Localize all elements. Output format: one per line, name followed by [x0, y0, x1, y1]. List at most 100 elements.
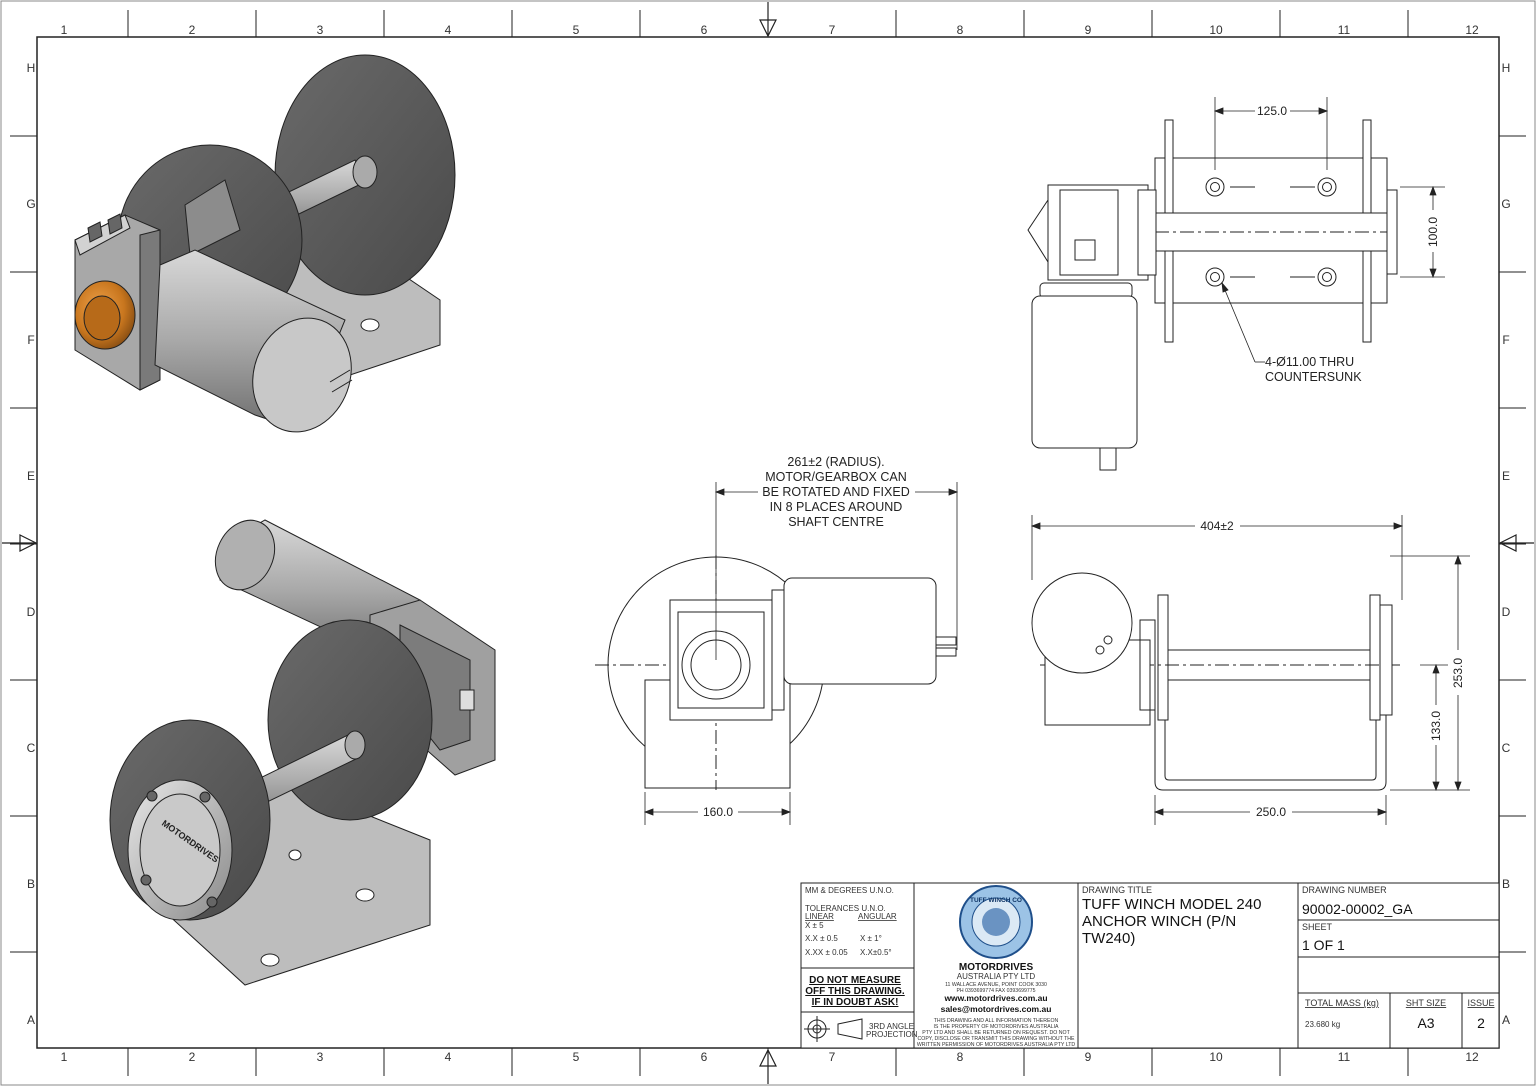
zone-row-F: F: [27, 333, 34, 347]
linear-tol-2: X.X ± 0.5: [805, 934, 838, 943]
radius-note-line3: BE ROTATED AND FIXED: [762, 485, 909, 499]
zone-col-11: 11: [1338, 23, 1351, 37]
zone-col-4: 4: [445, 23, 452, 37]
radius-note-line1: 261±2 (RADIUS).: [787, 455, 884, 469]
dim-250: 250.0: [1256, 805, 1286, 819]
angular-tol-2: X ± 1°: [860, 934, 882, 943]
drawing-title-line1: TUFF WINCH MODEL 240: [1082, 896, 1261, 913]
side-view: [1031, 572, 1400, 791]
zone-col-2: 2: [189, 23, 196, 37]
tolerances-label: TOLERANCES U.N.O.: [805, 904, 886, 913]
zone-row-D: D: [27, 605, 36, 619]
zone-col-6: 6: [701, 23, 708, 37]
zone-row-G: G: [1501, 197, 1510, 211]
zone-col-9: 9: [1085, 1050, 1092, 1064]
sheet-size-label: SHT SIZE: [1406, 998, 1446, 1008]
total-mass-value: 23.680 kg: [1305, 1020, 1340, 1029]
zone-col-6: 6: [701, 1050, 708, 1064]
company-web: www.motordrives.com.au: [943, 993, 1047, 1003]
warning-line1: DO NOT MEASURE: [809, 975, 901, 986]
hole-note-line1: 4-Ø11.00 THRU: [1265, 355, 1354, 369]
drawing-title-label: DRAWING TITLE: [1082, 885, 1152, 895]
isometric-view-rear: MOTORDRIVES: [109, 519, 496, 986]
issue-value: 2: [1477, 1015, 1485, 1031]
drawing-title-line2: ANCHOR WINCH (P/N: [1082, 913, 1236, 930]
disclaimer-5: WRITTEN PERMISSION OF MOTORDRIVES AUSTRA…: [917, 1042, 1075, 1048]
disclaimer-2: IS THE PROPERTY OF MOTORDRIVES AUSTRALIA: [933, 1024, 1059, 1030]
zone-col-5: 5: [573, 23, 580, 37]
dimension-lines: [643, 97, 1470, 825]
dim-253: 253.0: [1451, 658, 1465, 688]
dim-100: 100.0: [1426, 217, 1440, 247]
zone-row-B: B: [1502, 877, 1510, 891]
zone-row-G: G: [26, 197, 35, 211]
dim-133: 133.0: [1429, 711, 1443, 741]
sheet-size-value: A3: [1417, 1015, 1434, 1031]
zone-row-E: E: [1502, 469, 1510, 483]
zone-row-H: H: [1502, 61, 1511, 75]
zone-col-3: 3: [317, 23, 324, 37]
zone-col-7: 7: [829, 1050, 836, 1064]
zone-col-11: 11: [1338, 1050, 1351, 1064]
company-address: 11 WALLACE AVENUE, POINT COOK 3030: [945, 982, 1047, 988]
zone-row-A: A: [27, 1013, 35, 1027]
total-mass-label: TOTAL MASS (kg): [1305, 998, 1379, 1008]
zone-col-2: 2: [189, 1050, 196, 1064]
zone-row-A: A: [1502, 1013, 1510, 1027]
zone-col-8: 8: [957, 1050, 964, 1064]
disclaimer-1: THIS DRAWING AND ALL INFORMATION THEREON: [934, 1018, 1059, 1024]
zone-col-10: 10: [1209, 1050, 1223, 1064]
company-name: MOTORDRIVES: [959, 962, 1034, 973]
zone-col-4: 4: [445, 1050, 452, 1064]
zone-row-C: C: [27, 741, 36, 755]
radius-note-line5: SHAFT CENTRE: [788, 515, 884, 529]
zone-row-C: C: [1502, 741, 1511, 755]
zone-row-B: B: [27, 877, 35, 891]
sheet-label: SHEET: [1302, 922, 1333, 932]
front-view: [595, 555, 957, 790]
disclaimer-3: PTY LTD AND SHALL BE RETURNED ON REQUEST…: [922, 1030, 1070, 1036]
issue-label: ISSUE: [1467, 998, 1494, 1008]
angular-label: ANGULAR: [858, 912, 897, 921]
company-email: sales@motordrives.com.au: [941, 1004, 1052, 1014]
zone-row-D: D: [1502, 605, 1511, 619]
dimension-texts: 125.0 100.0 4-Ø11.00 THRU COUNTERSUNK 40…: [703, 104, 1465, 819]
zone-col-9: 9: [1085, 23, 1092, 37]
linear-tol-1: X ± 5: [805, 921, 824, 930]
sheet-value: 1 OF 1: [1302, 937, 1345, 953]
warning-line3: IF IN DOUBT ASK!: [812, 997, 899, 1008]
zone-col-1: 1: [61, 1050, 68, 1064]
zone-col-5: 5: [573, 1050, 580, 1064]
drawing-number-label: DRAWING NUMBER: [1302, 885, 1387, 895]
radius-note-line2: MOTOR/GEARBOX CAN: [765, 470, 906, 484]
zone-row-F: F: [1502, 333, 1509, 347]
zone-col-3: 3: [317, 1050, 324, 1064]
linear-label: LINEAR: [805, 912, 834, 921]
hole-note-line2: COUNTERSUNK: [1265, 370, 1362, 384]
isometric-view-front: [74, 54, 456, 433]
zone-col-12: 12: [1465, 1050, 1479, 1064]
warning-line2: OFF THIS DRAWING.: [805, 986, 905, 997]
company-sub: AUSTRALIA PTY LTD: [957, 972, 1036, 981]
projection-line2: PROJECTION: [866, 1030, 918, 1039]
zone-col-10: 10: [1209, 23, 1223, 37]
company-phone: PH 0393699774 FAX 0393699775: [956, 988, 1035, 994]
zone-row-E: E: [27, 469, 35, 483]
zone-row-H: H: [27, 61, 36, 75]
drawing-number: 90002-00002_GA: [1302, 901, 1413, 917]
zone-col-12: 12: [1465, 23, 1479, 37]
projection-line1: 3RD ANGLE: [869, 1022, 914, 1031]
zone-col-1: 1: [61, 23, 68, 37]
dim-160: 160.0: [703, 805, 733, 819]
linear-tol-3: X.XX ± 0.05: [805, 948, 848, 957]
title-block: MM & DEGREES U.N.O. TOLERANCES U.N.O. LI…: [800, 882, 1500, 1049]
dim-125: 125.0: [1257, 104, 1287, 118]
zone-col-7: 7: [829, 23, 836, 37]
logo-text: TUFF WINCH CO: [970, 897, 1022, 904]
disclaimer-4: COPY, DISCLOSE OR TRANSMIT THIS DRAWING …: [918, 1036, 1075, 1042]
dim-404: 404±2: [1200, 519, 1234, 533]
